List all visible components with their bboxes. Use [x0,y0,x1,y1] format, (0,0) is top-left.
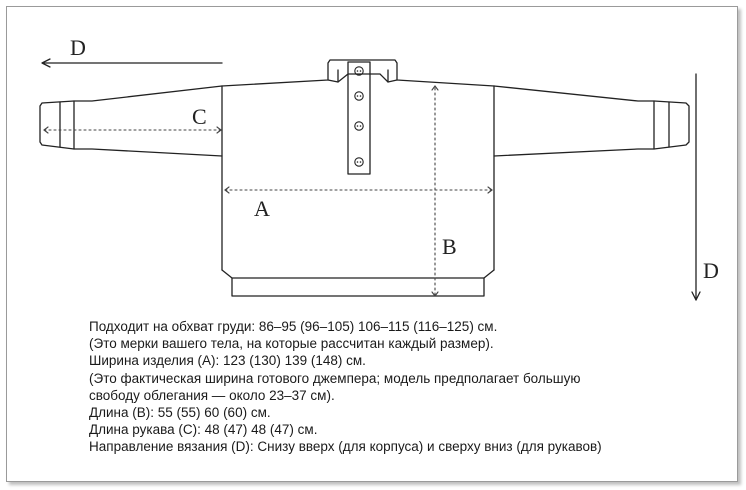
direction-arrow-right [691,73,701,301]
label-d-top: D [70,35,86,60]
sweater-body [221,59,495,297]
diagram-frame [6,6,738,482]
note-direction-d: Направление вязания (D): Снизу вверх (дл… [89,439,602,455]
buttons [354,66,364,167]
size-notes: Подходит на обхват груди: 86–95 (96–105)… [89,318,729,456]
note-sleeve-c: Длина рукава (C): 48 (47) 48 (47) см. [89,422,318,438]
note-body-measurements: (Это мерки вашего тела, на которые рассч… [89,336,494,352]
measurement-lines [43,87,493,296]
label-d-right: D [703,258,719,283]
note-chest-fit: Подходит на обхват груди: 86–95 (96–105)… [89,319,498,334]
note-ease-line-1: (Это фактическая ширина готового джемпер… [89,370,581,386]
right-sleeve [493,85,690,157]
button-1 [354,66,364,76]
note-length-b: Длина (B): 55 (55) 60 (60) см. [89,405,271,421]
measurement-ticks [43,85,493,297]
label-a: A [254,196,270,221]
note-ease-line-2: свободу облегания — около 23–37 см). [89,387,335,403]
label-b: B [442,234,457,259]
direction-arrow-top [41,58,223,68]
label-c: C [192,104,207,129]
button-2 [354,91,364,101]
left-sleeve [39,85,223,157]
note-width-a: Ширина изделия (A): 123 (130) 139 (148) … [89,353,366,369]
button-3 [354,121,364,131]
button-4 [354,157,364,167]
